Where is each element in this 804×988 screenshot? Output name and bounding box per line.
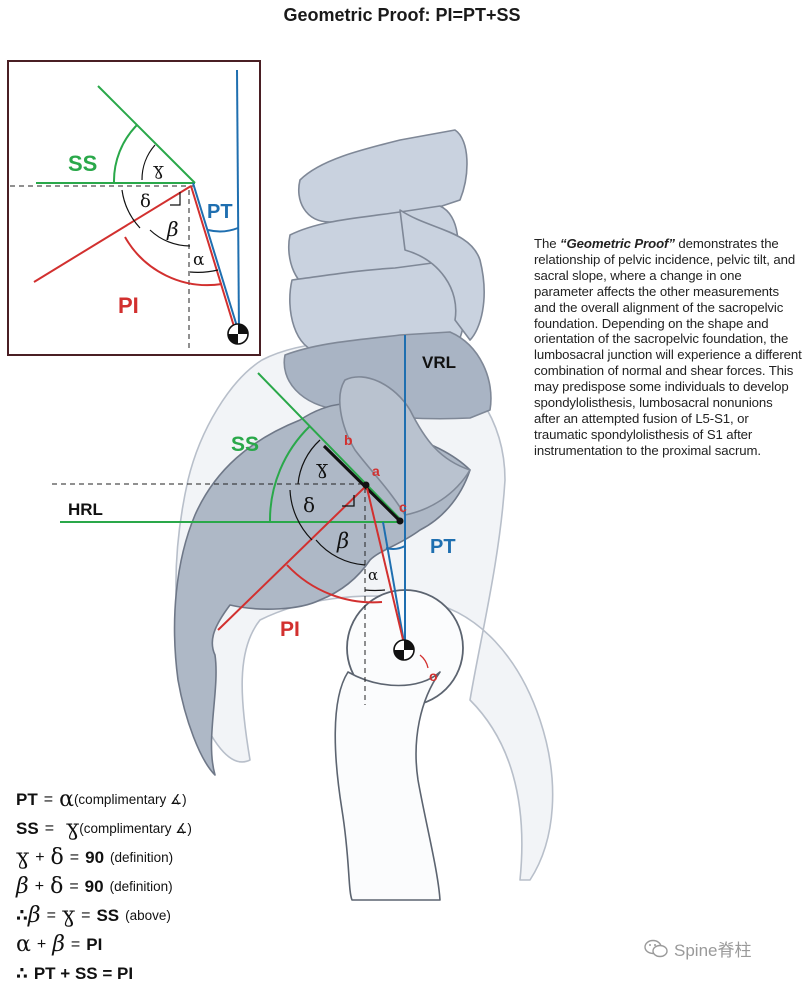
eq5-ss: SS (96, 906, 119, 926)
main-gamma-label: ɣ (316, 455, 328, 479)
main-pi-label: PI (280, 618, 300, 641)
eq1-equals: = (44, 791, 53, 809)
eq4-beta: β (16, 874, 29, 899)
eq6-plus: + (37, 936, 46, 954)
main-pt-label: PT (430, 536, 456, 558)
eq4-plus: + (35, 878, 44, 896)
inset-pt-label: PT (207, 201, 233, 223)
eq5-equals-1: = (47, 907, 56, 925)
description-lead: The (534, 236, 560, 251)
main-hrl-label: HRL (68, 500, 103, 519)
inset-gamma-label: ɣ (153, 159, 164, 180)
equation-row-6: α + β = PI (16, 930, 336, 959)
eq6-beta: β (52, 932, 65, 957)
eq2-gamma: ɣ (66, 816, 79, 841)
equation-row-4: β + δ = 90 (definition) (16, 872, 336, 901)
eq5-equals-2: = (81, 907, 90, 925)
eq4-equals: = (69, 878, 78, 896)
main-vrl-label: VRL (422, 353, 456, 372)
wechat-icon (644, 939, 668, 959)
eq5-gamma: ɣ (62, 903, 75, 928)
eq3-note: (definition) (110, 850, 173, 865)
equation-row-5: ∴ β = ɣ = SS (above) (16, 901, 336, 930)
equation-row-2: SS = ɣ (complimentary ∡) (16, 814, 336, 843)
main-ss-label: SS (231, 433, 259, 456)
eq5-beta: β (28, 903, 41, 928)
point-c-dot (397, 518, 404, 525)
equation-row-7: ∴ PT + SS = PI (16, 959, 336, 988)
point-o-label: o (429, 668, 438, 684)
inset-ss-label: SS (68, 151, 97, 176)
eq4-delta: δ (50, 874, 63, 899)
eq4-note: (definition) (110, 879, 173, 894)
eq6-pi: PI (86, 935, 102, 955)
main-alpha-label: α (368, 566, 378, 584)
description-body: demonstrates the relationship of pelvic … (534, 236, 802, 458)
eq2-ss: SS (16, 819, 39, 839)
eq3-plus: + (35, 849, 44, 867)
inset-alpha-label: α (193, 250, 205, 270)
equation-row-3: ɣ + δ = 90 (definition) (16, 843, 336, 872)
point-a-dot (363, 482, 370, 489)
eq7-result: PT + SS = PI (34, 964, 133, 984)
watermark-text: Spine脊柱 (674, 936, 751, 961)
inset-panel: SS PT PI ɣ δ β α (8, 61, 260, 355)
point-a-label: a (372, 463, 380, 479)
eq2-equals: = (45, 820, 54, 838)
main-beta-label: β (336, 529, 349, 553)
point-c-label: c (399, 499, 407, 515)
eq3-equals: = (70, 849, 79, 867)
eq7-therefore: ∴ (16, 964, 28, 984)
inset-delta-label: δ (140, 191, 151, 212)
eq4-ninety: 90 (85, 877, 104, 897)
femoral-neck (335, 672, 440, 900)
equation-row-1: PT = α (complimentary ∡) (16, 785, 336, 814)
eq1-note: (complimentary ∡) (74, 792, 187, 808)
main-delta-label: δ (303, 493, 315, 517)
eq1-alpha: α (59, 787, 74, 812)
eq5-note: (above) (125, 908, 171, 923)
inset-pi-label: PI (118, 293, 139, 318)
watermark: Spine脊柱 (644, 936, 751, 961)
eq1-pt: PT (16, 790, 38, 810)
hip-center-marker (394, 640, 414, 660)
eq3-gamma: ɣ (16, 845, 29, 870)
description-emphasis: “Geometric Proof” (560, 236, 675, 251)
eq6-equals: = (71, 936, 80, 954)
eq6-alpha: α (16, 932, 31, 957)
inset-hip-center-marker (228, 324, 248, 344)
description-paragraph: The “Geometric Proof” demonstrates the r… (534, 236, 802, 459)
equation-list: PT = α (complimentary ∡) SS = ɣ (complim… (16, 785, 336, 988)
inset-beta-label: β (166, 217, 179, 241)
eq2-note: (complimentary ∡) (79, 821, 192, 837)
point-b-label: b (344, 432, 353, 448)
eq3-ninety: 90 (85, 848, 104, 868)
eq3-delta: δ (51, 845, 64, 870)
eq5-therefore: ∴ (16, 906, 28, 926)
